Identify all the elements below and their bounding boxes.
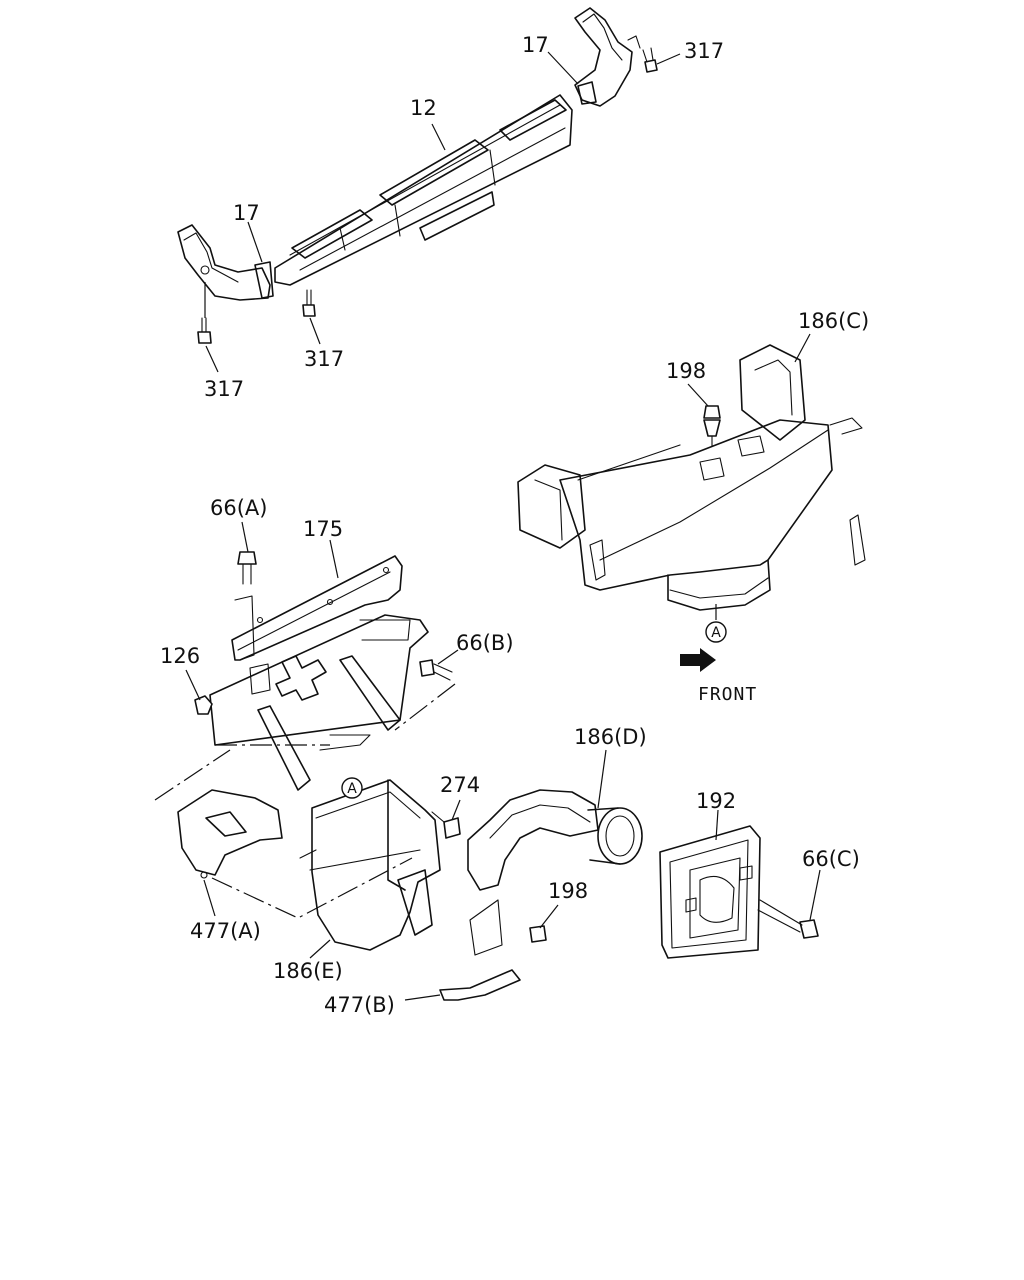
- front-label: FRONT: [698, 684, 757, 705]
- callout-126: 126: [160, 644, 200, 668]
- callout-12: 12: [410, 96, 437, 120]
- bolt-66a: [237, 551, 257, 585]
- panel-192: [659, 825, 761, 959]
- screw-317-center: [302, 289, 316, 317]
- marker-a-upper-text: A: [711, 625, 721, 641]
- bracket-175: [209, 555, 429, 791]
- callout-66c: 66(C): [802, 847, 860, 871]
- callout-317-left: 317: [204, 377, 244, 401]
- duct-186e: [299, 779, 441, 951]
- bolt-66b: [419, 659, 453, 681]
- front-arrow-icon: [680, 648, 716, 672]
- screw-274: [431, 811, 461, 839]
- callout-175: 175: [303, 517, 343, 541]
- callout-66b: 66(B): [456, 631, 514, 655]
- marker-a-lower-text: A: [347, 781, 357, 797]
- bracket-477a: [177, 789, 283, 879]
- hose-186d: [467, 789, 643, 956]
- callout-477b: 477(B): [324, 993, 395, 1017]
- clip-198-top: [703, 405, 721, 447]
- screw-317-left: [197, 317, 212, 344]
- screw-317-topright: [642, 47, 658, 73]
- callout-198-top: 198: [666, 359, 706, 383]
- center-duct-12: [274, 94, 573, 286]
- callout-274: 274: [440, 773, 480, 797]
- nut-126: [194, 695, 213, 715]
- bolt-66c: [757, 899, 819, 939]
- callout-17-left: 17: [233, 201, 260, 225]
- callout-198-bottom: 198: [548, 879, 588, 903]
- callout-186d: 186(D): [574, 725, 647, 749]
- marker-a-lower: A: [341, 777, 363, 799]
- marker-a-upper: A: [705, 621, 727, 643]
- rear-duct-186c: [517, 344, 866, 611]
- callout-317-topright: 317: [684, 39, 724, 63]
- side-duct-17-left: [177, 224, 274, 301]
- clip-198-bottom: [529, 925, 547, 943]
- side-duct-17-right: [574, 7, 641, 107]
- bracket-477b: [439, 969, 521, 1001]
- callout-477a: 477(A): [190, 919, 261, 943]
- callout-186c: 186(C): [798, 309, 869, 333]
- callout-66a: 66(A): [210, 496, 267, 520]
- callout-17-top: 17: [522, 33, 549, 57]
- callout-192: 192: [696, 789, 736, 813]
- callout-317-center: 317: [304, 347, 344, 371]
- callout-186e: 186(E): [273, 959, 343, 983]
